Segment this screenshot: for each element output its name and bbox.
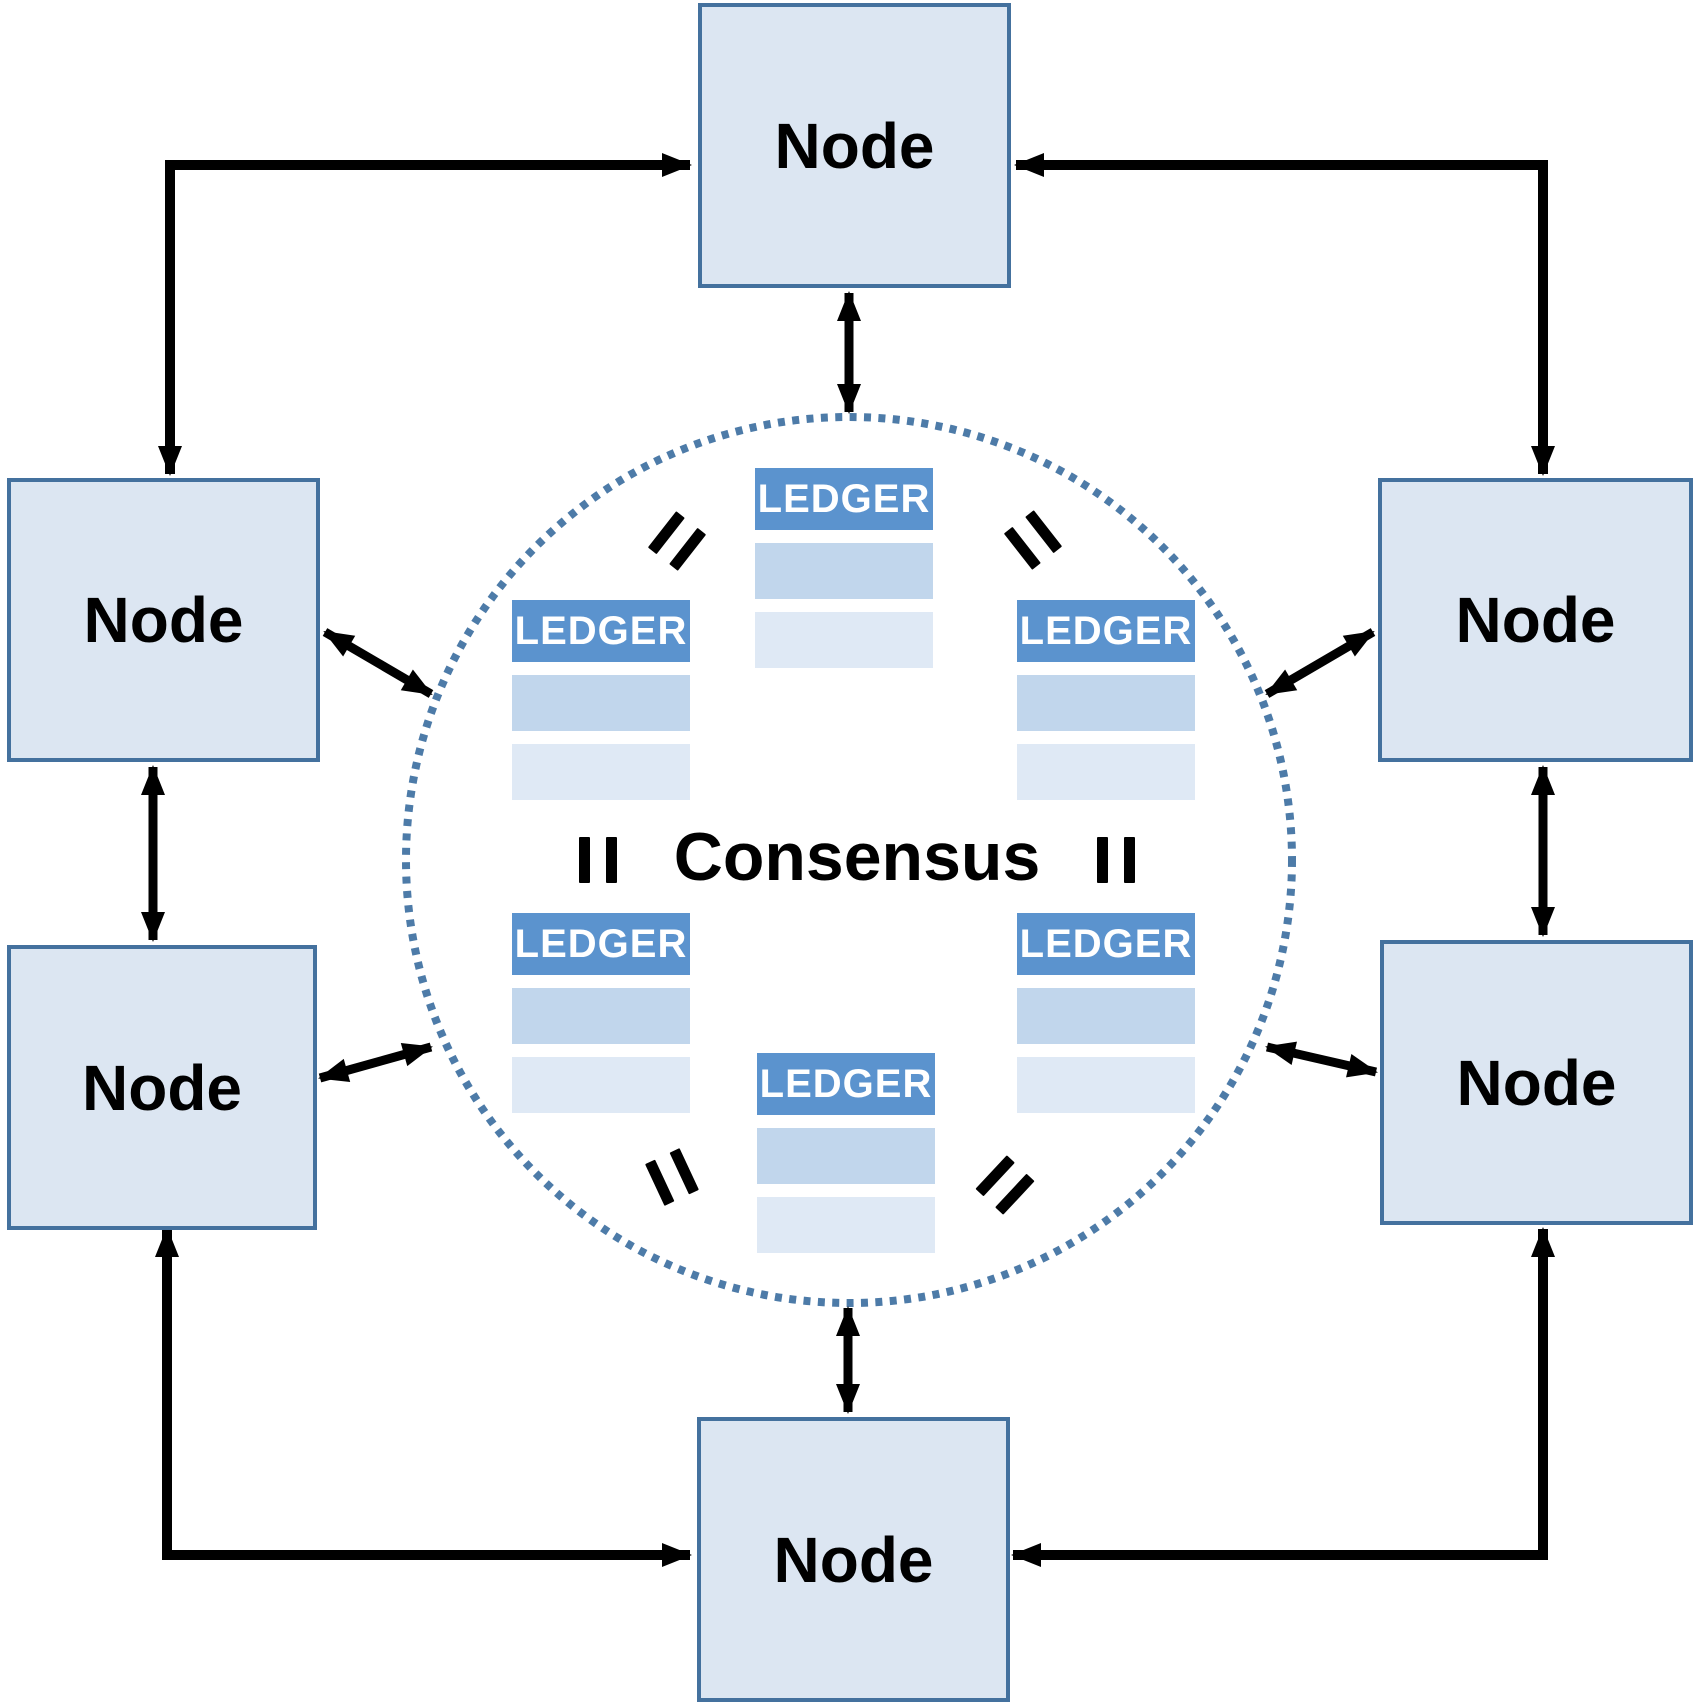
connector-upper-right-diagonal xyxy=(1264,628,1376,698)
connector-bottom-right-elbow xyxy=(1011,1227,1555,1567)
ledger-row-2 xyxy=(755,612,933,668)
connector-bottom-left-elbow xyxy=(155,1227,692,1567)
ledger-header: LEDGER xyxy=(757,1053,935,1115)
node-label: Node xyxy=(83,584,244,656)
ledger-row-2 xyxy=(1017,744,1195,800)
ledger-row-1 xyxy=(512,675,690,731)
connector-top-left-elbow xyxy=(158,153,692,476)
node-label: Node xyxy=(1455,584,1616,656)
ledger-upper-right: LEDGER xyxy=(1017,600,1195,800)
node-label: Node xyxy=(82,1051,242,1124)
node-box-bottom: Node xyxy=(697,1417,1010,1702)
node-label: Node xyxy=(773,1523,934,1596)
ledger-header: LEDGER xyxy=(512,600,690,662)
ledger-row-1 xyxy=(757,1128,935,1184)
equals-bar xyxy=(1097,837,1108,883)
ledger-lower-right: LEDGER xyxy=(1017,913,1195,1113)
ledger-header: LEDGER xyxy=(512,913,690,975)
ledger-row-2 xyxy=(512,744,690,800)
equals-bar xyxy=(579,837,590,883)
consensus-boundary-dotted-circle xyxy=(402,413,1296,1307)
node-box-lower-left: Node xyxy=(7,945,317,1230)
node-box-upper-right: Node xyxy=(1378,478,1693,762)
equals-bar xyxy=(606,837,617,883)
ledger-header: LEDGER xyxy=(1017,913,1195,975)
ledger-bottom-center: LEDGER xyxy=(757,1053,935,1253)
equals-bar xyxy=(1124,837,1135,883)
node-box-upper-left: Node xyxy=(7,478,320,762)
ledger-row-1 xyxy=(1017,988,1195,1044)
ledger-row-1 xyxy=(512,988,690,1044)
connector-lower-right-diagonal xyxy=(1265,1041,1378,1078)
consensus-label: Consensus xyxy=(673,819,1041,895)
ledger-upper-left: LEDGER xyxy=(512,600,690,800)
node-label: Node xyxy=(1456,1046,1617,1119)
connector-upper-left-diagonal xyxy=(322,628,434,698)
connector-top-right-elbow xyxy=(1014,153,1555,476)
ledger-top-center: LEDGER xyxy=(755,468,933,668)
ledger-row-1 xyxy=(755,543,933,599)
ledger-header: LEDGER xyxy=(1017,600,1195,662)
node-box-top: Node xyxy=(698,3,1011,288)
connector-lower-left-diagonal xyxy=(318,1042,433,1083)
ledger-row-2 xyxy=(1017,1057,1195,1113)
equals-icon-mid-right xyxy=(1097,837,1135,883)
equals-icon-mid-left xyxy=(579,837,617,883)
ledger-row-1 xyxy=(1017,675,1195,731)
node-label: Node xyxy=(774,109,935,182)
ledger-lower-left: LEDGER xyxy=(512,913,690,1113)
ledger-row-2 xyxy=(757,1197,935,1253)
node-box-lower-right: Node xyxy=(1380,940,1693,1225)
ledger-row-2 xyxy=(512,1057,690,1113)
ledger-header: LEDGER xyxy=(755,468,933,530)
